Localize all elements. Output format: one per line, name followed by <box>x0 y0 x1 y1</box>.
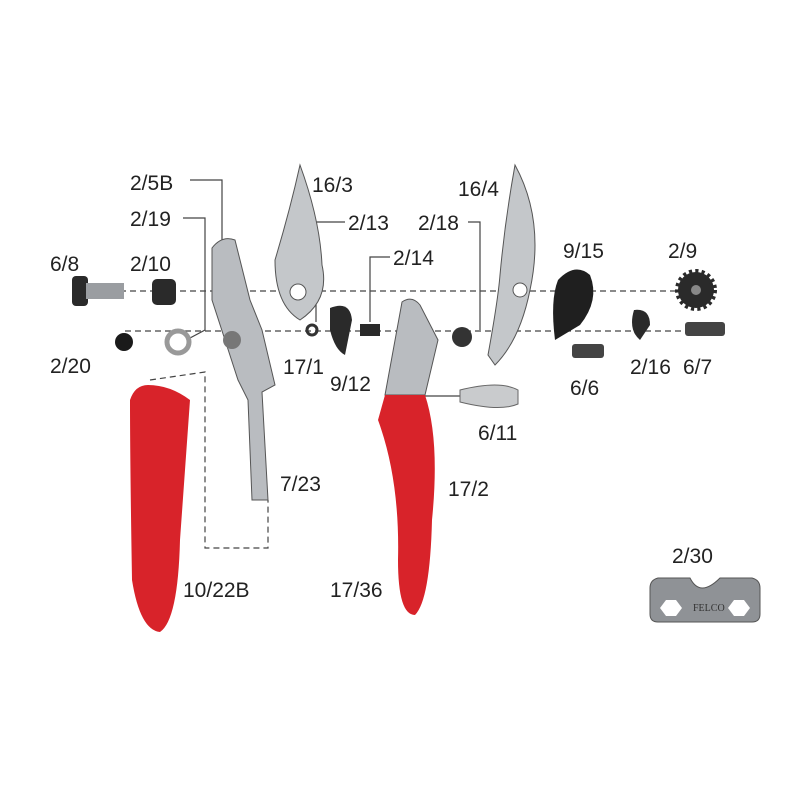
label-2-16: 2/16 <box>630 356 671 379</box>
part-2-10-nut <box>152 279 176 305</box>
label-2-19: 2/19 <box>130 208 171 231</box>
leader-2-5B <box>190 179 223 240</box>
part-6-7-bolt <box>685 322 725 336</box>
part-2-20-cap <box>115 333 133 351</box>
label-2-10: 2/10 <box>130 253 171 276</box>
part-7-23-lower-blade-holder <box>211 238 276 501</box>
leader-2-18 <box>468 221 481 330</box>
label-6-7: 6/7 <box>683 356 712 379</box>
part-16-4-blade <box>487 163 536 366</box>
label-6-8: 6/8 <box>50 253 79 276</box>
label-2-5B: 2/5B <box>130 172 173 195</box>
part-2-19-ring <box>164 328 192 356</box>
part-2-30-wrench: FELCO <box>649 577 761 623</box>
part-17-2-handle-top <box>384 298 439 396</box>
part-2-18-bushing <box>452 327 472 347</box>
label-17-36: 17/36 <box>330 579 383 602</box>
part-16-3-blade <box>274 163 325 321</box>
label-7-23: 7/23 <box>280 473 321 496</box>
leader-2-14 <box>369 256 390 322</box>
part-6-11-spring <box>459 384 519 408</box>
label-2-30: 2/30 <box>672 545 713 568</box>
part-6-6-screw <box>572 344 604 358</box>
part-17-1-washer <box>305 323 319 337</box>
part-9-12-spring-holder <box>330 305 352 355</box>
axis-handle <box>149 371 269 549</box>
pivot-hub <box>223 331 241 349</box>
label-16-3: 16/3 <box>312 174 353 197</box>
label-17-1: 17/1 <box>283 356 324 379</box>
label-2-13: 2/13 <box>348 212 389 235</box>
label-16-4: 16/4 <box>458 178 499 201</box>
label-2-20: 2/20 <box>50 355 91 378</box>
label-9-15: 9/15 <box>563 240 604 263</box>
label-6-11: 6/11 <box>478 422 517 445</box>
label-17-2: 17/2 <box>448 478 489 501</box>
part-2-9-gear <box>675 269 717 311</box>
label-9-12: 9/12 <box>330 373 371 396</box>
label-2-14: 2/14 <box>393 247 434 270</box>
label-6-6: 6/6 <box>570 377 599 400</box>
part-9-15-anvil <box>553 269 594 340</box>
part-10-22B-red-handle <box>130 385 190 632</box>
leader-2-19 <box>183 217 206 339</box>
label-10-22B: 10/22B <box>183 579 250 602</box>
part-6-8-bolt <box>72 276 124 306</box>
part-2-16-washer <box>632 309 650 340</box>
label-2-18: 2/18 <box>418 212 459 235</box>
part-2-14-screw <box>360 324 380 336</box>
felco-logo: FELCO <box>693 603 725 614</box>
part-17-36-red-handle <box>378 395 435 615</box>
label-2-9: 2/9 <box>668 240 697 263</box>
